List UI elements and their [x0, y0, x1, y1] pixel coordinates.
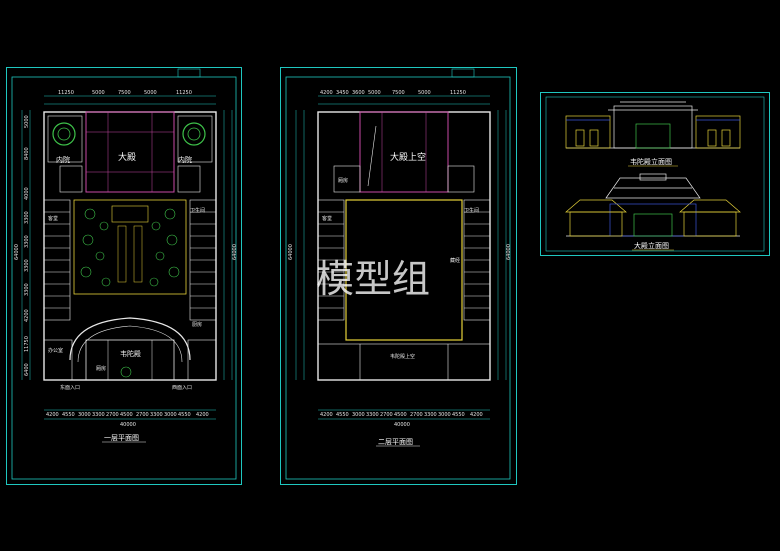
svg-text:3000: 3000: [78, 412, 91, 418]
svg-text:40000: 40000: [120, 422, 136, 428]
svg-text:4200: 4200: [196, 412, 209, 418]
svg-text:4200: 4200: [46, 412, 59, 418]
label-kitchen: 厨房: [192, 321, 202, 328]
first-floor-plan: 大殿 内院 内院 韦陀殿 东面入口 西面入口 卫生间 厨房 办公室 厢房 客堂 …: [11, 68, 238, 480]
svg-text:3300: 3300: [150, 412, 163, 418]
label-main-hall: 大殿: [118, 151, 136, 163]
label-study: 客堂: [48, 215, 58, 222]
svg-text:11750: 11750: [24, 336, 30, 352]
svg-text:4550: 4550: [336, 412, 349, 418]
svg-text:5000: 5000: [418, 90, 431, 96]
svg-text:11250: 11250: [58, 90, 74, 96]
svg-text:4200: 4200: [320, 412, 333, 418]
first-floor-title: 一层平面图: [104, 434, 139, 442]
svg-text:5000: 5000: [92, 90, 105, 96]
svg-text:7500: 7500: [392, 90, 405, 96]
second-floor-side-total: 64000: [288, 244, 294, 260]
svg-text:3300: 3300: [366, 412, 379, 418]
label-office: 办公室: [48, 347, 63, 354]
label-entry-left: 东面入口: [60, 384, 80, 391]
svg-text:4500: 4500: [120, 412, 133, 418]
svg-text:5000: 5000: [24, 115, 30, 128]
svg-text:5000: 5000: [368, 90, 381, 96]
svg-text:5000: 5000: [144, 90, 157, 96]
svg-text:7500: 7500: [118, 90, 131, 96]
label-right-court: 内院: [178, 155, 192, 164]
first-floor-side-dims: 5000 8400 4000 3300 3300 3300 3300 4200 …: [24, 115, 30, 376]
first-floor-top-dims: 11250 5000 7500 5000 11250: [58, 90, 192, 96]
second-floor-side-total-right: 64000: [506, 244, 512, 260]
svg-text:4200: 4200: [320, 90, 333, 96]
svg-text:3300: 3300: [24, 235, 30, 248]
watermark-text: 模型组: [316, 257, 430, 301]
label-toilet: 卫生间: [190, 207, 205, 214]
svg-text:8400: 8400: [24, 147, 30, 160]
label-room-2f: 厢房: [338, 177, 348, 184]
svg-text:4550: 4550: [178, 412, 191, 418]
svg-text:4550: 4550: [452, 412, 465, 418]
second-floor-plan: 大殿上空 韦陀殿上空 厢房 客堂 卫生间 藏经 4200 3450 3600 5…: [285, 68, 512, 480]
main-hall-elevation: [565, 173, 741, 237]
svg-text:3300: 3300: [24, 211, 30, 224]
svg-text:2700: 2700: [136, 412, 149, 418]
label-gate-hall: 韦陀殿: [120, 349, 141, 358]
elevation2-title: 大殿立面图: [634, 241, 669, 250]
elevation1-title: 韦陀殿立面图: [630, 157, 672, 166]
label-entry-right: 西面入口: [172, 385, 192, 391]
gate-hall-elevation: [565, 101, 741, 149]
label-hall-void: 大殿上空: [390, 151, 426, 163]
svg-text:6400: 6400: [24, 363, 30, 376]
svg-text:3000: 3000: [164, 412, 177, 418]
label-study-2f: 客堂: [322, 215, 332, 222]
svg-text:3300: 3300: [24, 259, 30, 272]
svg-text:2700: 2700: [106, 412, 119, 418]
label-room: 厢房: [96, 365, 106, 372]
sheet-elevations: [540, 92, 770, 256]
label-gate-void: 韦陀殿上空: [390, 353, 415, 360]
svg-text:4500: 4500: [394, 412, 407, 418]
svg-text:3000: 3000: [438, 412, 451, 418]
svg-text:3450: 3450: [336, 90, 349, 96]
label-library-2f: 藏经: [450, 257, 460, 264]
svg-text:2700: 2700: [380, 412, 393, 418]
svg-text:4000: 4000: [24, 187, 30, 200]
label-left-court: 内院: [56, 155, 70, 164]
svg-text:4550: 4550: [62, 412, 75, 418]
svg-text:3300: 3300: [92, 412, 105, 418]
svg-text:3300: 3300: [424, 412, 437, 418]
second-floor-bottom-dims: 4200 4550 3000 3300 2700 4500 2700 3300 …: [320, 412, 483, 428]
sheet-second-floor: [280, 67, 517, 485]
elevations: 韦陀殿立面图 大殿立面图: [545, 96, 765, 252]
first-floor-bottom-dims: 4200 4550 3000 3300 2700 4500 2700 3300 …: [46, 412, 209, 428]
svg-text:3300: 3300: [24, 283, 30, 296]
first-floor-side-total: 64000: [14, 244, 20, 260]
svg-text:3000: 3000: [352, 412, 365, 418]
svg-text:4200: 4200: [24, 309, 30, 322]
svg-text:2700: 2700: [410, 412, 423, 418]
svg-text:40000: 40000: [394, 422, 410, 428]
svg-text:11250: 11250: [176, 90, 192, 96]
first-floor-side-total-right: 64000: [232, 244, 238, 260]
sheet-first-floor: [6, 67, 242, 485]
label-toilet-2f: 卫生间: [464, 207, 479, 214]
svg-text:3600: 3600: [352, 90, 365, 96]
second-floor-top-dims: 4200 3450 3600 5000 7500 5000 11250: [320, 90, 466, 96]
second-floor-title: 二层平面图: [378, 438, 413, 446]
svg-text:4200: 4200: [470, 412, 483, 418]
svg-text:11250: 11250: [450, 90, 466, 96]
